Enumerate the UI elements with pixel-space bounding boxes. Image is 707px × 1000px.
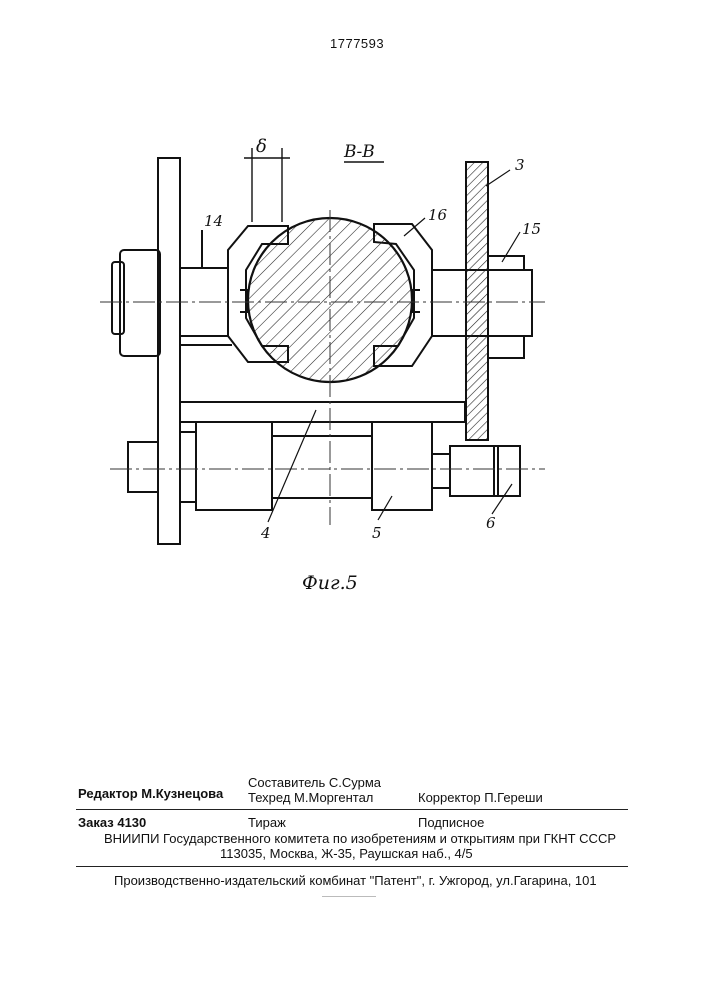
part-label-5: 5 [372,524,382,542]
circulation-line: Тираж [248,815,286,830]
nut-15 [488,256,524,270]
institute-line: ВНИИПИ Государственного комитета по изоб… [104,831,616,846]
techred-line: Техред М.Моргентал [248,790,373,805]
subscription-line: Подписное [418,815,484,830]
part-label-3: 3 [515,156,525,174]
dimension-delta-label: δ [256,136,267,157]
figure-caption: Фиг.5 [302,572,358,594]
editor-line: Редактор М.Кузнецова [78,786,223,801]
frame-4 [180,402,465,422]
compiler-line: Составитель С.Сурма [248,775,381,790]
part-label-15: 15 [522,220,541,238]
part-label-6: 6 [486,514,496,532]
publisher-line: Производственно-издательский комбинат "П… [114,873,597,888]
order-line: Заказ 4130 [78,815,146,830]
address-line: 113035, Москва, Ж-35, Раушская наб., 4/5 [220,846,473,861]
part-label-14: 14 [204,212,223,230]
divider-top [76,809,628,810]
left-hub-inner [112,262,124,334]
section-label: В-В [344,142,375,162]
right-plate-3 [466,162,488,440]
left-plate [158,158,180,544]
part-label-4: 4 [261,524,271,542]
roller-right [372,422,432,510]
divider-bottom [76,866,628,867]
footer-mark [322,896,376,897]
roller-left [196,422,272,510]
bolt-left [128,442,158,492]
left-hub [120,250,160,356]
part-label-16: 16 [428,206,447,224]
corrector-line: Корректор П.Гереши [418,790,543,805]
